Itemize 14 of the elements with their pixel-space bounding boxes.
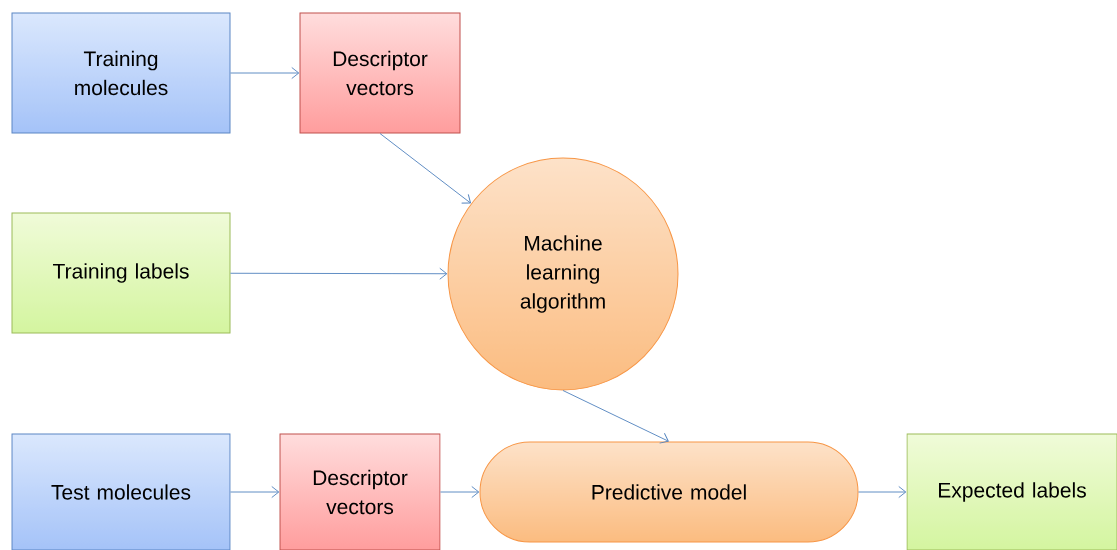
input-box: Training molecules xyxy=(11,12,231,134)
arrow xyxy=(230,267,448,280)
arrow xyxy=(230,67,300,79)
arrow xyxy=(230,486,280,498)
process-box: Descriptor vectors xyxy=(279,433,441,550)
input-box: Training labels xyxy=(11,212,231,334)
arrow xyxy=(379,133,471,204)
process-box: Descriptor vectors xyxy=(299,12,461,134)
arrow xyxy=(858,486,907,498)
model-pill: Predictive model xyxy=(479,441,859,543)
input-box: Test molecules xyxy=(11,433,231,550)
arrow xyxy=(440,486,480,498)
arrow xyxy=(562,390,669,444)
output-box: Expected labels xyxy=(906,433,1117,550)
